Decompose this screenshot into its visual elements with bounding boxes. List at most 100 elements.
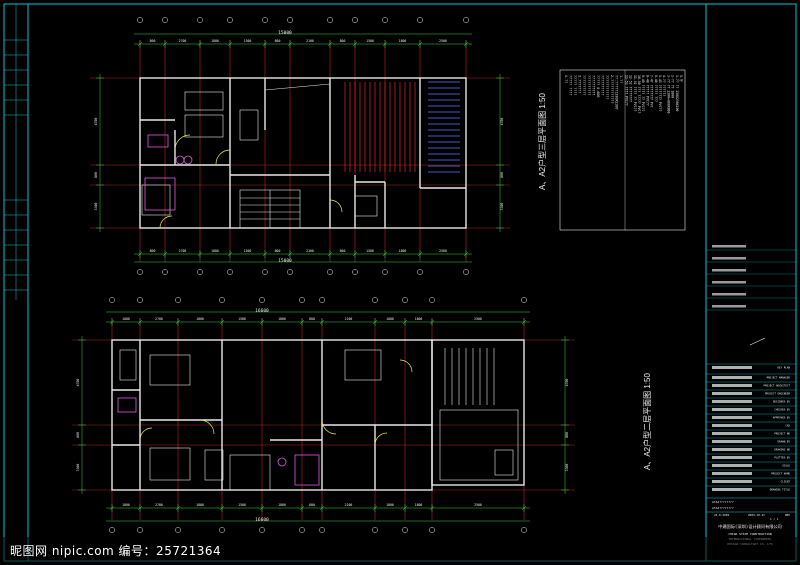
note-spec-line: 9-49 ????? ?? PVC??	[641, 75, 645, 112]
title-block-label: DRAWING TITLE	[770, 488, 791, 492]
axis-bubble	[162, 269, 168, 275]
date-1: 24-0-2094	[714, 513, 729, 517]
axis-bubble	[352, 17, 358, 23]
lower-stair-block	[439, 348, 519, 481]
lower-dim-top-tick-mark	[429, 319, 435, 325]
upper-dim-bottom-label: 2500	[439, 249, 447, 253]
axis-bubble	[197, 17, 203, 23]
upper-dimension-chains	[96, 17, 504, 275]
lower-dim-top-label: 800	[309, 317, 315, 321]
upper-walls	[139, 77, 467, 229]
lower-dim-bottom-tick-mark	[429, 505, 435, 511]
lower-dim-bottom-tick-mark	[319, 505, 325, 511]
company-name-cn: 中建国际(深圳)设计顾问有限公司	[718, 523, 782, 530]
lower-dim-top-label: 2700	[155, 317, 163, 321]
title-block-value	[712, 488, 752, 491]
upper-total-bottom: 15000	[278, 258, 292, 264]
axis-bubble	[429, 297, 435, 303]
upper-dim-top-tick-mark	[227, 41, 233, 47]
upper-roof-slats	[264, 82, 416, 172]
axis-bubble	[175, 297, 181, 303]
axis-bubble	[327, 17, 333, 23]
date-2: 2004.10.21	[748, 513, 765, 517]
title-block-value	[712, 384, 752, 387]
title-block-label: PROJECT ARCHITECT	[763, 384, 790, 388]
upper-dim-bottom-tick-mark	[162, 251, 168, 257]
note-spec-line: 10-50 ??? ????? PVC?	[637, 75, 641, 113]
title-block-label: APPROVED BY	[773, 416, 791, 420]
note-line: ????? ????	[573, 75, 577, 95]
title-block-value	[712, 440, 752, 443]
axis-bubble	[227, 269, 233, 275]
axis-bubble	[109, 527, 115, 533]
note-line: ????? ????	[568, 75, 572, 95]
upper-dim-bottom-label: 1800	[211, 249, 219, 253]
title-block-label: DRAWING NO	[774, 448, 790, 452]
lower-dim-bottom-tick-mark	[109, 505, 115, 511]
note-spec-line: 5-45 ???????? PVC??	[658, 75, 662, 112]
lower-dim-bottom-tick-mark	[175, 505, 181, 511]
title-block-value	[712, 472, 752, 475]
lower-dim-bottom-tick-mark	[372, 505, 378, 511]
lower-dim-bottom-label: 1800	[415, 503, 423, 507]
lower-dim-top-tick-mark	[319, 319, 325, 325]
upper-dim-bottom-tick-mark	[352, 251, 358, 257]
title-block-note-line	[712, 305, 746, 308]
company-name-en-1: CHINA STATE CONSTRUCTION	[728, 532, 772, 536]
note-line: ??:?????1330X2307	[614, 75, 618, 110]
note-line: 4.??	[564, 75, 568, 83]
upper-bath-fixtures	[144, 134, 193, 211]
lower-dim-left-label: 4700	[76, 379, 80, 387]
upper-dim-bottom-tick-mark	[287, 251, 293, 257]
lower-dimension-chains	[78, 297, 569, 533]
upper-dim-left-label: 3300	[94, 203, 98, 211]
axis-bubble	[137, 297, 143, 303]
lower-dim-bottom-label: 1800	[122, 503, 130, 507]
note-line: ??????????	[591, 75, 595, 95]
lower-dim-bottom-tick-mark	[219, 505, 225, 511]
title-block-value	[712, 456, 752, 459]
note-line: ????????????	[605, 75, 609, 100]
upper-dim-bottom-tick-mark	[227, 251, 233, 257]
axis-bubble	[137, 527, 143, 533]
axis-bubble	[219, 297, 225, 303]
sheet-number: 1 / 1	[770, 517, 779, 521]
upper-dim-bottom-label: 800	[150, 249, 156, 253]
axis-bubble	[327, 269, 333, 275]
lower-dim-top-label: 1800	[415, 317, 423, 321]
upper-dim-bottom-label: 1500	[366, 249, 374, 253]
axis-bubble	[299, 297, 305, 303]
project-code: A7A2????????	[712, 500, 734, 504]
upper-dim-top-tick-mark	[137, 41, 143, 47]
axis-bubble	[197, 269, 203, 275]
upper-dim-bottom-label: 1500	[244, 249, 252, 253]
lower-dim-top-label: 1800	[196, 317, 204, 321]
upper-dim-top-label: 800	[340, 39, 346, 43]
axis-bubble	[227, 17, 233, 23]
title-block-note-line	[712, 257, 746, 260]
lower-dim-top-label: 2500	[474, 317, 482, 321]
upper-dim-right-label: 3300	[500, 203, 504, 211]
upper-dim-bottom-tick-mark	[417, 251, 423, 257]
axis-bubble	[372, 297, 378, 303]
upper-dim-top-tick-mark	[382, 41, 388, 47]
lower-dim-bottom-label: 1800	[278, 503, 286, 507]
axis-bubble	[287, 17, 293, 23]
rev-label: REV	[785, 513, 790, 517]
lower-dim-left-label: 3300	[76, 464, 80, 472]
axis-bubble	[137, 269, 143, 275]
lower-dim-right-label: 4700	[565, 379, 569, 387]
lower-dim-bottom-label: 2100	[345, 503, 353, 507]
upper-dim-top-label: 2700	[179, 39, 187, 43]
lower-dim-top-label: 1800	[386, 317, 394, 321]
title-block-label: PROJECT ENGINEER	[765, 392, 790, 396]
watermark-text: 昵图网 nipic.com 编号：25721364	[10, 544, 222, 558]
lower-total-bottom: 16600	[255, 517, 269, 523]
lower-dim-bottom-label: 2500	[474, 503, 482, 507]
upper-dim-top-tick-mark	[463, 41, 469, 47]
note-spec-line: 6-46 ????? ???	[654, 75, 658, 102]
upper-furniture	[141, 91, 378, 217]
lower-dim-top-label: 2100	[345, 317, 353, 321]
upper-dim-top-label: 1800	[399, 39, 407, 43]
